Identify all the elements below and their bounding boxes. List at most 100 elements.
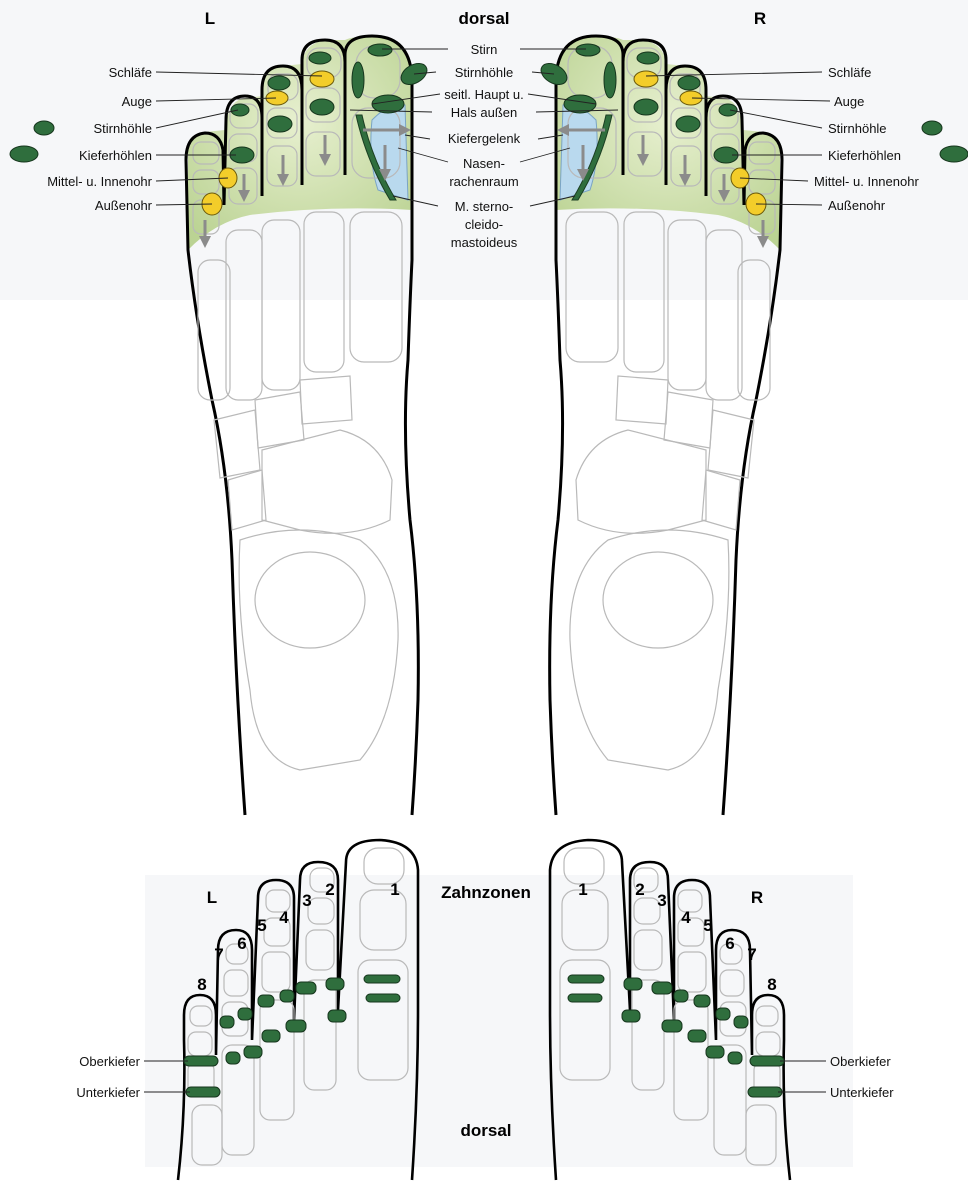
left-tooth-number-4: 4 [279, 908, 289, 927]
left-label-stirnhoehle: Stirnhöhle [93, 121, 152, 136]
right-tooth-5-lower [706, 1046, 724, 1058]
right-tooth-2-lower [622, 1010, 640, 1022]
left-stirnhoehle-zone [231, 104, 249, 116]
left-toe2-forehead-zone [309, 52, 331, 64]
right-label-auge: Auge [834, 94, 864, 109]
left-nasopharynx-zone [371, 104, 408, 200]
left-tooth-3-upper [296, 982, 316, 994]
right-stirnhoehle-icon [922, 121, 942, 135]
upper-right-side-label: R [754, 9, 766, 28]
left-label-aussenohr: Außenohr [95, 198, 153, 213]
right-schlaefe-zone [634, 71, 658, 87]
right-label-stirnhoehle: Stirnhöhle [828, 121, 887, 136]
left-tooth-number-3: 3 [302, 891, 311, 910]
label-sterno1: M. sterno- [455, 199, 514, 214]
right-label-oberkiefer: Oberkiefer [830, 1054, 891, 1069]
left-label-kieferhoehlen: Kieferhöhlen [79, 148, 152, 163]
left-tooth-number-1: 1 [390, 880, 399, 899]
right-tooth-number-4: 4 [681, 908, 691, 927]
label-rachenraum: rachenraum [449, 174, 518, 189]
right-tooth-4-lower [688, 1030, 706, 1042]
left-toe3-forehead-zone [268, 76, 290, 90]
label-stirn: Stirn [471, 42, 498, 57]
right-tooth-1-upper [568, 975, 604, 983]
left-tooth-4-upper [280, 990, 294, 1002]
right-tooth-3-lower [662, 1020, 682, 1032]
left-tooth-number-6: 6 [237, 934, 246, 953]
left-foot-upper [186, 36, 431, 815]
left-stirnhoehle-icon [34, 121, 54, 135]
label-nasen: Nasen- [463, 156, 505, 171]
label-kiefergelenk: Kiefergelenk [448, 131, 521, 146]
right-tooth-number-2: 2 [635, 880, 644, 899]
right-tooth-number-6: 6 [725, 934, 734, 953]
label-seitl-haupt: seitl. Haupt u. [444, 87, 524, 102]
upper-left-side-label: L [205, 9, 215, 28]
right-tooth-2-upper [624, 978, 642, 990]
left-tooth-number-2: 2 [325, 880, 334, 899]
right-tooth-4-upper [674, 990, 688, 1002]
left-label-auge: Auge [122, 94, 152, 109]
right-tooth-7-upper [734, 1016, 748, 1028]
right-label-mittelohr: Mittel- u. Innenohr [814, 174, 919, 189]
right-tooth-number-5: 5 [703, 916, 712, 935]
right-tooth-8-upper [750, 1056, 784, 1066]
left-tooth-8-upper [184, 1056, 218, 1066]
right-nasopharynx-zone [560, 104, 597, 200]
left-schlaefe-zone [310, 71, 334, 87]
left-tooth-number-8: 8 [197, 975, 206, 994]
right-tooth-3-upper [652, 982, 672, 994]
left-label-mittelohr: Mittel- u. Innenohr [47, 174, 152, 189]
right-tooth-number-1: 1 [578, 880, 587, 899]
left-tooth-2-upper [326, 978, 344, 990]
label-stirnhoehle-center: Stirnhöhle [455, 65, 514, 80]
right-label-aussenohr: Außenohr [828, 198, 886, 213]
lower-title: Zahnzonen [441, 883, 531, 902]
right-toe3-forehead-zone [678, 76, 700, 90]
right-label-kieferhoehlen: Kieferhöhlen [828, 148, 901, 163]
right-stirnhoehle-zone [719, 104, 737, 116]
left-label-schlaefe: Schläfe [109, 65, 152, 80]
right-stirn-zone [576, 44, 600, 56]
lower-view-label: dorsal [460, 1121, 511, 1140]
label-hals-aussen: Hals außen [451, 105, 517, 120]
left-schlaefe-bigtoe-zone [352, 62, 364, 98]
left-tooth-8-lower [186, 1087, 220, 1097]
lower-left-side-label: L [207, 888, 217, 907]
left-tooth-6-lower [226, 1052, 240, 1064]
left-tooth-6-upper [238, 1008, 252, 1020]
upper-view-label: dorsal [458, 9, 509, 28]
right-tooth-8-lower [748, 1087, 782, 1097]
right-tooth-number-3: 3 [657, 891, 666, 910]
right-toe2-sinus-zone [634, 99, 658, 115]
left-toe2-sinus-zone [310, 99, 334, 115]
right-kieferhoehlen-icon [940, 146, 968, 162]
left-tooth-number-5: 5 [257, 916, 266, 935]
left-tooth-7-upper [220, 1016, 234, 1028]
right-label-unterkiefer: Unterkiefer [830, 1085, 894, 1100]
left-label-oberkiefer: Oberkiefer [79, 1054, 140, 1069]
left-tooth-3-lower [286, 1020, 306, 1032]
right-toe3-sinus-zone [676, 116, 700, 132]
right-tooth-6-lower [728, 1052, 742, 1064]
right-tooth-5-upper [694, 995, 710, 1007]
left-tooth-4-lower [262, 1030, 280, 1042]
right-tooth-number-7: 7 [747, 945, 756, 964]
left-toe3-sinus-zone [268, 116, 292, 132]
right-schlaefe-bigtoe-zone [604, 62, 616, 98]
left-stirn-zone [368, 44, 392, 56]
lower-right-side-label: R [751, 888, 763, 907]
right-label-schlaefe: Schläfe [828, 65, 871, 80]
left-label-unterkiefer: Unterkiefer [76, 1085, 140, 1100]
left-tooth-5-lower [244, 1046, 262, 1058]
right-tooth-1-lower [568, 994, 602, 1002]
left-tooth-2-lower [328, 1010, 346, 1022]
label-sterno2: cleido- [465, 217, 503, 232]
left-tooth-5-upper [258, 995, 274, 1007]
left-kieferhoehlen-icon [10, 146, 38, 162]
left-tooth-1-lower [366, 994, 400, 1002]
label-sterno3: mastoideus [451, 235, 518, 250]
right-toe2-forehead-zone [637, 52, 659, 64]
